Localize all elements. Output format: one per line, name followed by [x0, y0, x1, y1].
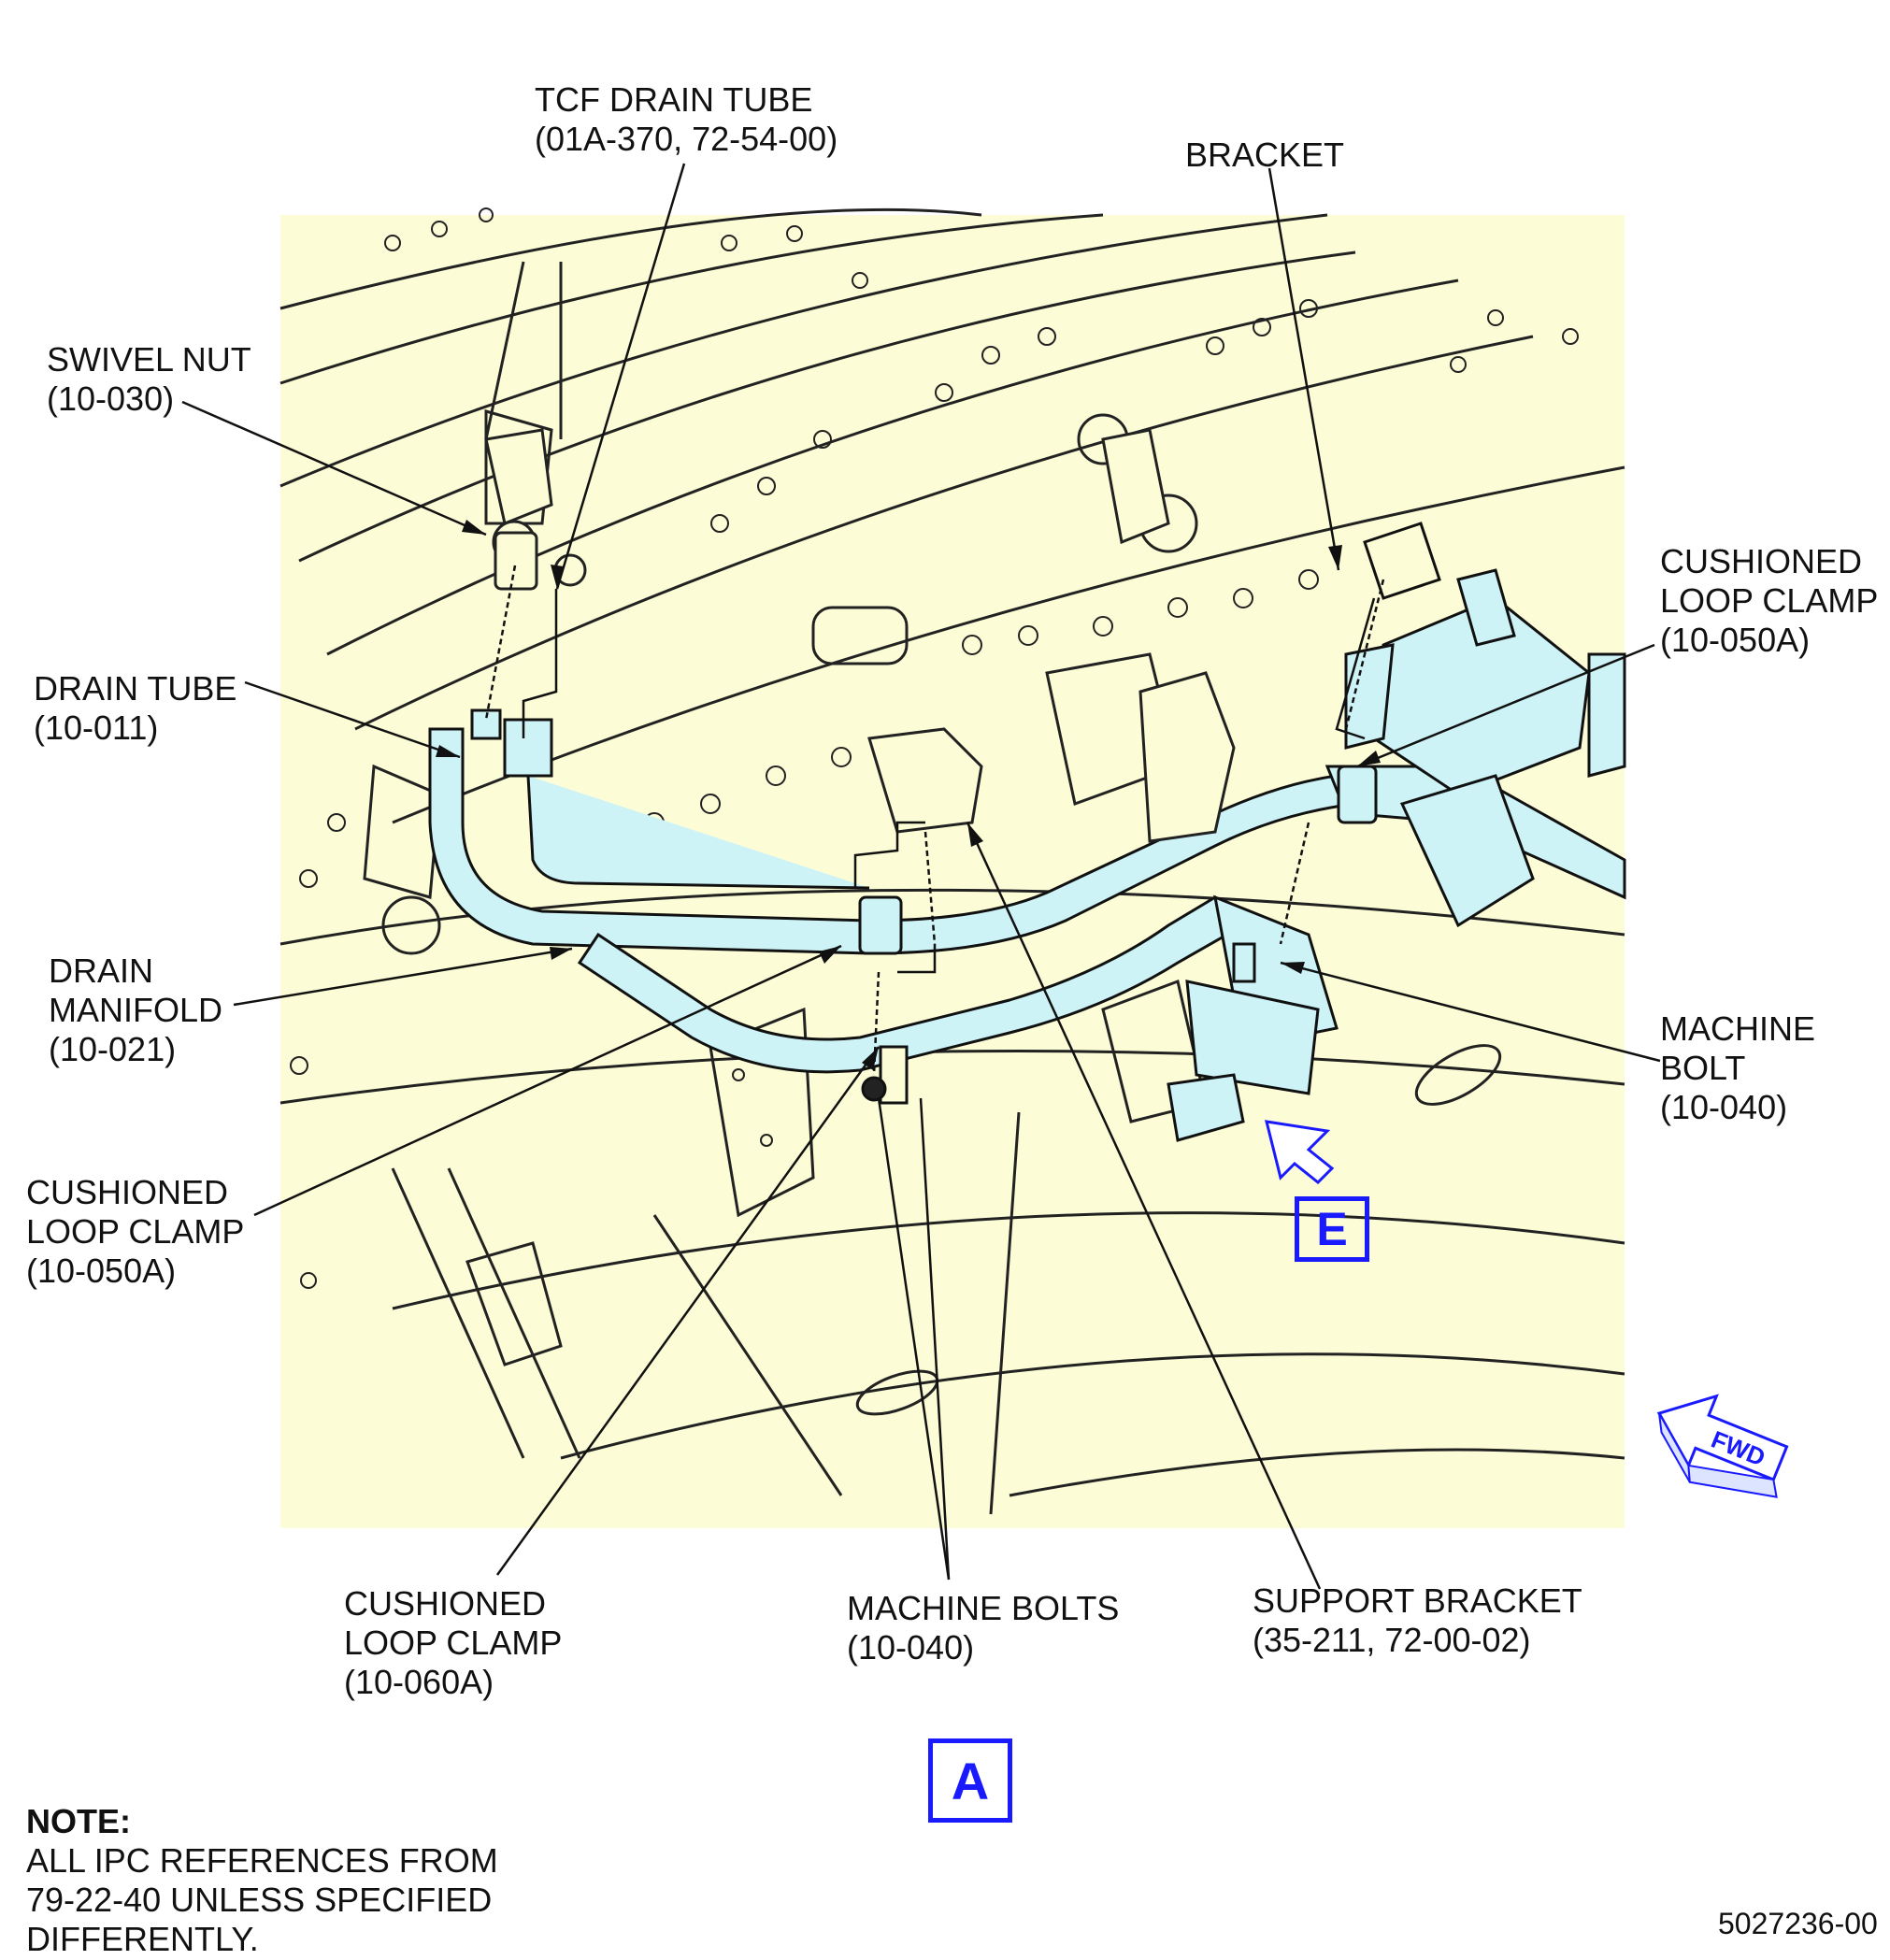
- label-machine-bolt: MACHINE BOLT (10-040): [1660, 1009, 1816, 1126]
- label-drain-tube: DRAIN TUBE (10-011): [34, 669, 237, 747]
- bracket-assembly: [1344, 522, 1626, 928]
- step-lines: [522, 589, 1376, 974]
- leader-arrowheads: [436, 520, 1381, 1070]
- view-e-arrow-icon: [1264, 1120, 1335, 1185]
- label-machine-bolts: MACHINE BOLTS (10-040): [847, 1589, 1120, 1667]
- label-cushioned-loop-clamp-right: CUSHIONED LOOP CLAMP (10-050A): [1660, 542, 1879, 659]
- note-line: 79-22-40 UNLESS SPECIFIED: [26, 1881, 493, 1919]
- figure-number: 5027236-00: [1718, 1907, 1878, 1940]
- label-drain-manifold: DRAIN MANIFOLD (10-021): [49, 951, 223, 1068]
- bolt-holes: [290, 207, 1579, 1289]
- fwd-arrow-icon: FWD: [1656, 1394, 1789, 1498]
- support-bracket-shape: [867, 671, 1236, 843]
- label-tcf-drain-tube: TCF DRAIN TUBE (01A-370, 72-54-00): [535, 80, 838, 158]
- label-bracket: BRACKET: [1185, 136, 1345, 174]
- note-line: ALL IPC REFERENCES FROM: [26, 1841, 498, 1880]
- view-marker-a: A: [928, 1738, 1012, 1823]
- tcf-drain-fitting: [484, 428, 1170, 591]
- clamps: [858, 765, 1378, 1105]
- leader-lines: [181, 163, 1661, 1590]
- note-line: DIFFERENTLY.: [26, 1920, 259, 1958]
- view-marker-e[interactable]: E: [1295, 1196, 1369, 1262]
- label-cushioned-loop-clamp-left: CUSHIONED LOOP CLAMP (10-050A): [26, 1173, 245, 1290]
- drain-tube-assembly: [428, 708, 1626, 1142]
- label-cushioned-loop-clamp-bottom: CUSHIONED LOOP CLAMP (10-060A): [344, 1584, 563, 1701]
- label-support-bracket: SUPPORT BRACKET (35-211, 72-00-02): [1253, 1581, 1582, 1659]
- note-block: NOTE: ALL IPC REFERENCES FROM 79-22-40 U…: [26, 1802, 498, 1959]
- note-heading: NOTE:: [26, 1802, 131, 1840]
- label-swivel-nut: SWIVEL NUT (10-030): [47, 340, 251, 418]
- illustration-panel: [280, 215, 1625, 1528]
